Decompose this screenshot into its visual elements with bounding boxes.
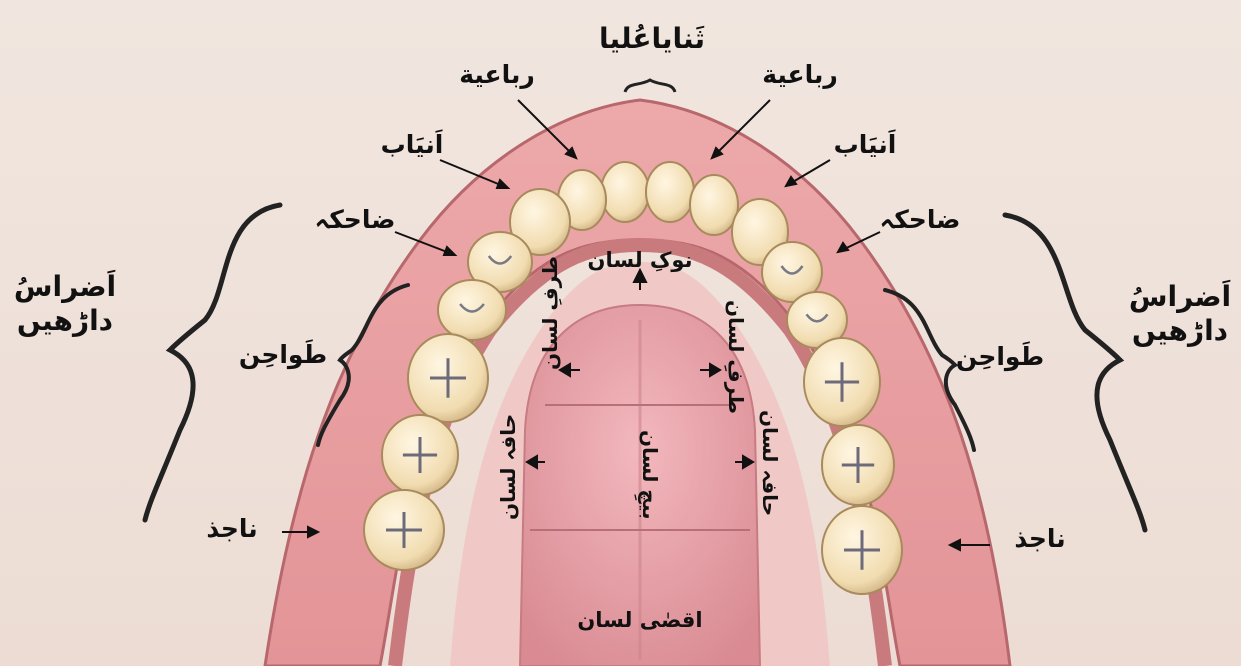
label-lateral-incisor-left: رباعیة — [459, 60, 535, 90]
label-tongue-edge-right: حافہ لسان — [758, 410, 782, 516]
label-molars-right: اَضراسُ داڑھیں — [1129, 280, 1231, 347]
tooth-left-molar-3 — [364, 490, 444, 570]
tooth-right-molar-1 — [804, 338, 880, 426]
label-tongue-side-right: طرفِ لسان — [724, 300, 748, 414]
brace-incisors — [625, 80, 675, 92]
label-wisdom-left: ناجذ — [206, 514, 257, 544]
label-premolar-left: ضاحکہ — [315, 205, 396, 235]
label-tongue-back: اقصٰی لسان — [577, 608, 702, 633]
label-wisdom-right: ناجذ — [1014, 524, 1065, 554]
tooth-left-molar-2 — [382, 415, 458, 495]
label-grinding-teeth-right: طَواحِن — [956, 342, 1044, 372]
label-upper-incisors: ثَنایاعُلیا — [599, 22, 705, 56]
label-tongue-tip: نوکِ لسان — [588, 248, 693, 273]
tooth-left-central-incisor — [601, 162, 649, 222]
label-tongue-side-left: طرفِ لسان — [538, 256, 562, 370]
brace-molars-right — [1005, 215, 1145, 530]
label-grinding-teeth-left: طَواحِن — [239, 340, 327, 370]
tooth-right-molar-2 — [822, 425, 894, 505]
label-premolar-right: ضاحکہ — [880, 205, 961, 235]
label-tongue-middle: بیچِ لسان — [638, 430, 662, 520]
tooth-left-premolar-2 — [438, 280, 506, 340]
tooth-right-central-incisor — [646, 162, 694, 222]
label-molars-left: اَضراسُ داڑھیں — [14, 270, 116, 337]
tooth-right-lateral-incisor — [690, 175, 738, 235]
tooth-left-molar-1 — [408, 334, 488, 422]
label-tongue-edge-left: حافہ لسان — [496, 414, 520, 520]
label-canine-left: اَنیَاب — [381, 130, 444, 160]
label-lateral-incisor-right: رباعیة — [762, 60, 838, 90]
tooth-right-molar-3 — [822, 506, 902, 594]
label-canine-right: اَنیَاب — [834, 130, 897, 160]
